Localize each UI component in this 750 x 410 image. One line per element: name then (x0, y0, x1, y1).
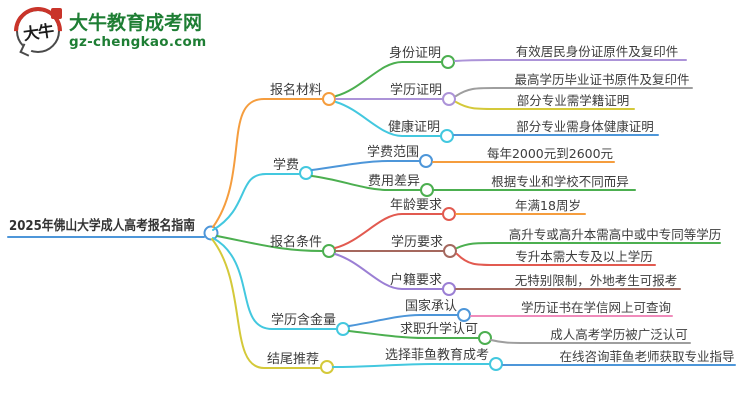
node-circle (442, 92, 456, 106)
logo-seal-icon (51, 8, 62, 19)
node-age-requirement: 年龄要求 (390, 198, 442, 213)
branch-circle (322, 92, 336, 106)
connector-root-recommendation (211, 238, 321, 369)
node-education-requirement: 学历要求 (391, 234, 443, 250)
leaf-text: 每年2000元到2600元 (487, 146, 613, 161)
site-name: 大牛教育成考网 (69, 11, 203, 34)
root-label: 2025年佛山大学成人高考报名指南 (9, 217, 195, 234)
leaf-text: 学历证书在学信网上可查询 (521, 300, 671, 315)
connector-choose-feiyu (332, 363, 490, 368)
site-url: gz-chengkao.com (69, 33, 207, 50)
connector-root-conditions (216, 235, 323, 252)
node-circle (443, 244, 457, 258)
leaf-underline (455, 101, 635, 110)
branch-circle (322, 244, 336, 258)
branch-credential-value: 学历含金量 国家承认 学历证书在学信网上可查询 求职升学认可 成人高考学历被广泛… (212, 237, 691, 345)
branch-label: 结尾推荐 (267, 352, 319, 367)
leaf-underline (455, 87, 693, 97)
node-job-recognition: 求职升学认可 (400, 321, 478, 337)
leaf-text: 年满18周岁 (515, 198, 581, 213)
logo-text: 大牛教育成考网 gz-chengkao.com (69, 11, 207, 50)
branch-label: 报名条件 (270, 234, 322, 250)
connector-health-proof (335, 101, 441, 137)
node-tuition-range: 学费范围 (367, 144, 419, 160)
connector-state-recognized (348, 314, 458, 327)
connector-age-requirement (334, 213, 443, 249)
connector-fee-difference (311, 175, 421, 191)
connector-identity (335, 61, 442, 97)
leaf-text: 在线咨询菲鱼老师获取专业指导 (559, 349, 734, 364)
node-choose-feiyu: 选择菲鱼教育成考 (385, 347, 489, 363)
logo-bull-icon: 大牛 (4, 0, 72, 65)
leaf-text: 部分专业需身体健康证明 (516, 119, 654, 134)
node-identity-proof: 身份证明 (389, 45, 441, 61)
leaf-text: 部分专业需学籍证明 (517, 93, 630, 108)
branch-label: 学费 (273, 157, 299, 173)
branch-recommendation: 结尾推荐 选择菲鱼教育成考 在线咨询菲鱼老师获取专业指导 (211, 238, 736, 374)
branch-label: 报名材料 (270, 82, 322, 98)
node-residence-requirement: 户籍要求 (390, 272, 442, 288)
leaf-text: 高升专或高升本需高中或中专同等学历 (509, 227, 722, 242)
branch-circle (320, 360, 334, 374)
leaf-text: 专升本需大专及以上学历 (515, 249, 653, 264)
leaf-underline (456, 253, 656, 266)
node-circle (457, 308, 471, 322)
node-circle (441, 55, 455, 69)
branch-conditions: 报名条件 年龄要求 年满18周岁 学历要求 高升专或高升本需高中或中专同等学历 … (216, 198, 722, 296)
node-education-proof: 学历证明 (390, 82, 442, 98)
branch-circle (336, 322, 350, 336)
branch-label: 学历含金量 (271, 312, 336, 328)
connector-root-materials (212, 98, 323, 228)
site-logo[interactable]: 大牛 大牛教育成考网 gz-chengkao.com (4, 0, 207, 65)
node-circle (442, 282, 456, 296)
node-state-recognized: 国家承认 (405, 298, 457, 314)
leaf-text: 有效居民身份证原件及复印件 (516, 44, 679, 59)
leaf-underline (454, 59, 687, 62)
node-circle (442, 207, 456, 221)
node-fee-difference: 费用差异 (368, 174, 420, 189)
node-circle (420, 183, 434, 197)
branch-circle (299, 166, 313, 180)
leaf-text: 最高学历毕业证书原件及复印件 (514, 72, 689, 87)
root-node: 2025年佛山大学成人高考报名指南 (7, 217, 219, 241)
node-circle (489, 357, 503, 371)
connector-tuition-range (311, 160, 420, 171)
leaf-text: 无特别限制，外地考生可报考 (515, 273, 678, 288)
branch-tuition: 学费 学费范围 每年2000元到2600元 费用差异 根据专业和学校不同而异 (212, 144, 636, 231)
node-health-proof: 健康证明 (388, 119, 440, 135)
connector-residence-requirement (334, 253, 443, 290)
leaf-text: 根据专业和学校不同而异 (491, 174, 629, 189)
node-circle (419, 154, 433, 168)
leaf-underline (456, 242, 721, 249)
leaf-underline (490, 339, 691, 344)
connector-root-tuition (212, 173, 300, 231)
node-circle (440, 129, 454, 143)
node-circle (478, 331, 492, 345)
branch-materials: 报名材料 身份证明 有效居民身份证原件及复印件 学历证明 最高学历毕业证书原件及… (212, 44, 693, 228)
connector-job-recognition (348, 330, 479, 339)
connector-root-value (212, 237, 337, 330)
leaf-text: 成人高考学历被广泛认可 (550, 327, 688, 342)
